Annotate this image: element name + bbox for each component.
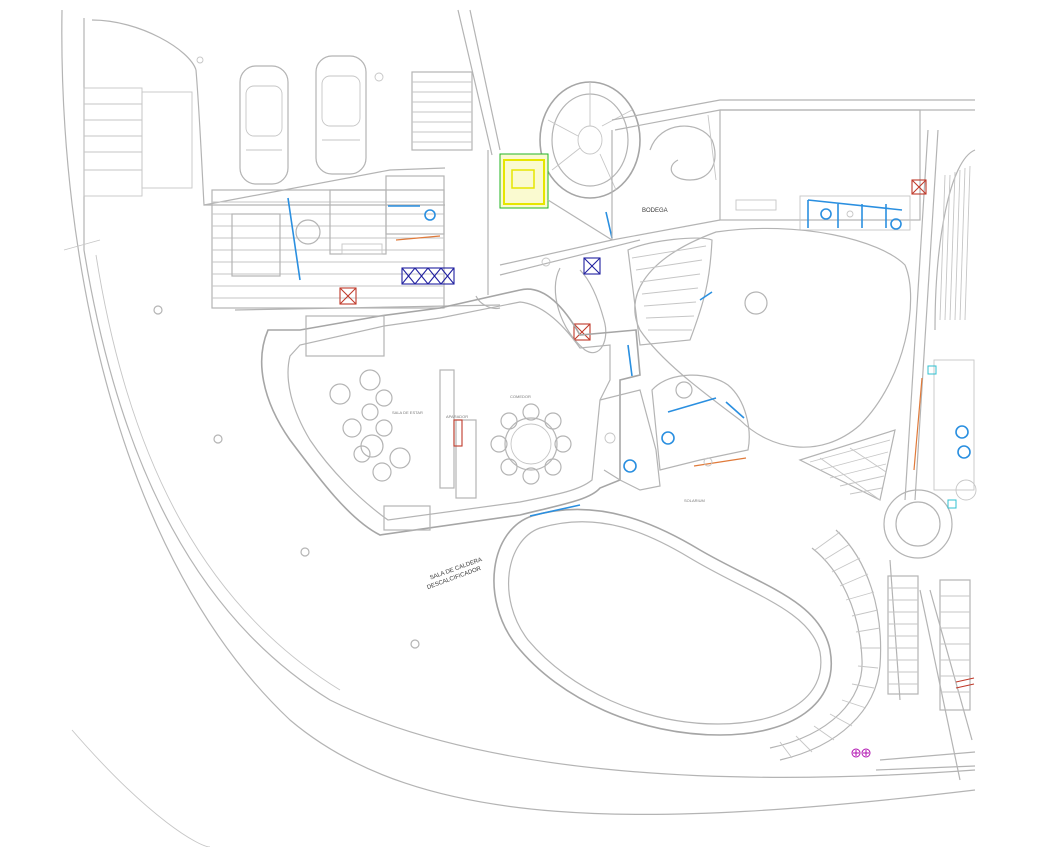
entry-stair [411, 9, 501, 156]
east-wing [904, 109, 976, 501]
shaft-cross-icon [339, 287, 357, 305]
garden-light-icon [153, 305, 420, 649]
parking-stall-strip [63, 87, 193, 251]
svg-text:APARADOR: APARADOR [446, 414, 468, 419]
car-icon [315, 55, 367, 175]
corridor-walls [475, 150, 641, 310]
deck-area [211, 175, 501, 311]
drain-icon [196, 56, 204, 64]
drain-icon [374, 72, 384, 82]
electrical-outlet-icon [851, 748, 871, 758]
car-icon [239, 65, 289, 185]
site-boundary [61, 9, 976, 847]
garage-area [195, 69, 446, 206]
svg-text:SOLARIUM: SOLARIUM [684, 498, 705, 503]
room-label-bodega: BODEGA [642, 208, 668, 214]
hatched-ramp [798, 429, 896, 501]
living-dining-hall: SALA DE ESTAR APARADOR COMEDOR [260, 288, 641, 536]
bathroom-cluster [599, 374, 750, 491]
pool: SOLARIUM [493, 498, 833, 736]
wardrobe-cross-icon [401, 267, 455, 285]
curved-closet [541, 257, 607, 354]
south-east-stair [875, 479, 977, 781]
lift-shaft [499, 153, 549, 209]
spiral-stair [539, 81, 641, 199]
svg-text:COMEDOR: COMEDOR [510, 394, 531, 399]
svg-text:SALA DE ESTAR: SALA DE ESTAR [392, 410, 423, 415]
courtyard [627, 227, 912, 448]
curved-exterior-stair [769, 529, 882, 761]
bodega-room: BODEGA [611, 99, 975, 241]
